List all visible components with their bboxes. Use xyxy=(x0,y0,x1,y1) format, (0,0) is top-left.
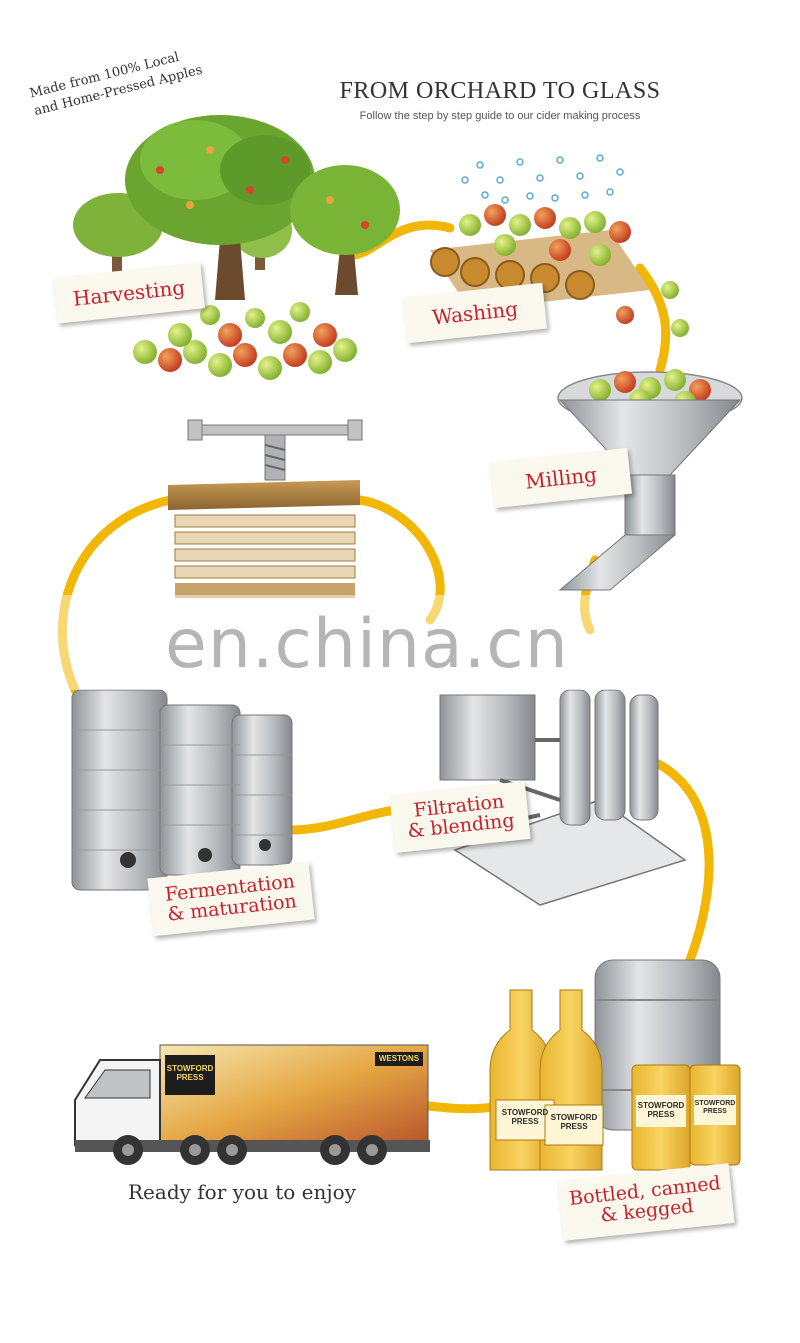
filtration-plant-icon xyxy=(439,689,687,906)
bottle-brand-label: STOWFORD PRESS xyxy=(501,1108,549,1126)
fermentation-tanks-icon xyxy=(71,689,293,891)
bottle-brand-label-2: STOWFORD PRESS xyxy=(550,1113,598,1131)
apple-pile-icon xyxy=(133,302,357,380)
apple-press-icon xyxy=(168,419,363,598)
water-drops-icon xyxy=(461,154,624,204)
delivery-truck-icon xyxy=(74,1044,430,1165)
label-harvesting-text: Harvesting xyxy=(71,274,187,311)
footer-text: Ready for you to enjoy xyxy=(128,1180,356,1204)
orchard-trees-icon xyxy=(73,115,400,300)
watermark-band xyxy=(0,595,800,690)
page-title: FROM ORCHARD TO GLASS xyxy=(339,78,661,104)
process-path xyxy=(57,220,714,1114)
can-brand-label-2: STOWFORD PRESS xyxy=(694,1100,736,1115)
can-brand-label: STOWFORD PRESS xyxy=(637,1101,685,1119)
watermark: en.china.cn xyxy=(165,605,569,684)
cider-bottles-icon xyxy=(489,989,604,1171)
milling-funnel-icon xyxy=(557,369,743,591)
cider-cans-icon xyxy=(631,1064,741,1171)
page-subtitle: Follow the step by step guide to our cid… xyxy=(359,110,641,122)
label-washing-text: Washing xyxy=(430,296,519,329)
truck-brand-left: STOWFORD PRESS xyxy=(166,1064,214,1082)
label-milling-text: Milling xyxy=(524,461,598,494)
truck-brand-right: WESTONS xyxy=(378,1054,420,1063)
